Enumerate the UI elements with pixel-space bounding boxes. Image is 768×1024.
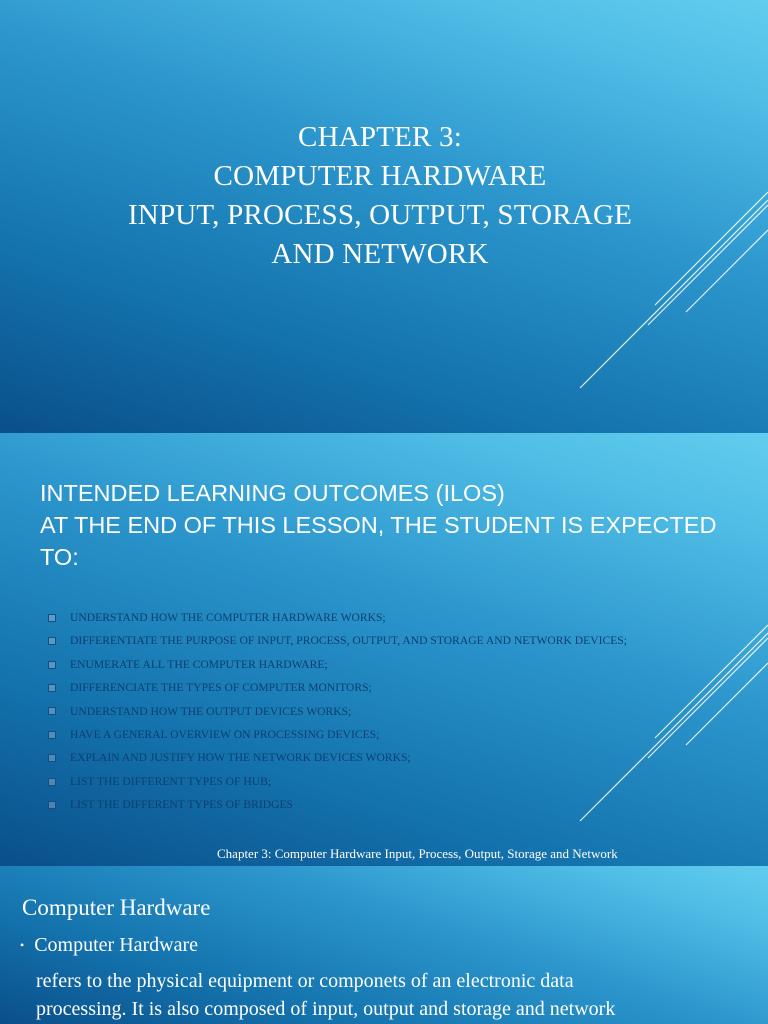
title-line-1: CHAPTER 3: (298, 121, 462, 153)
list-item: DIFFERENCIATE THE TYPES OF COMPUTER MONI… (48, 676, 758, 699)
outcome-text: DIFFERENTIATE THE PURPOSE OF INPUT, PROC… (70, 634, 627, 648)
square-bullet-icon (48, 637, 56, 646)
outcome-text: LIST THE DIFFERENT TYPES OF BRIDGES (70, 798, 293, 812)
slide-footer: Chapter 3: Computer Hardware Input, Proc… (217, 846, 618, 861)
bullet-term-text: Computer Hardware (34, 934, 199, 956)
ilo-heading: INTENDED LEARNING OUTCOMES (ILOS) AT THE… (40, 477, 760, 573)
bullet-dot-icon: • (20, 938, 25, 952)
outcome-text: ENUMERATE ALL THE COMPUTER HARDWARE; (70, 657, 328, 671)
list-item: DIFFERENTIATE THE PURPOSE OF INPUT, PROC… (48, 629, 758, 652)
outcome-text: UNDERSTAND HOW THE OUTPUT DEVICES WORKS; (70, 704, 352, 718)
title-line-2: COMPUTER HARDWARE (213, 160, 547, 192)
title-line-3: INPUT, PROCESS, OUTPUT, STORAGE (127, 199, 633, 231)
definition-line-1: refers to the physical equipment or comp… (36, 970, 574, 992)
outcome-text: LIST THE DIFFERENT TYPES OF HUB; (70, 774, 272, 788)
square-bullet-icon (48, 683, 56, 692)
list-item: EXPLAIN AND JUSTIFY HOW THE NETWORK DEVI… (48, 746, 758, 769)
outcome-text: EXPLAIN AND JUSTIFY HOW THE NETWORK DEVI… (70, 751, 411, 765)
title-slide: CHAPTER 3: COMPUTER HARDWARE INPUT, PROC… (0, 0, 768, 433)
definition-text: refers to the physical equipment or comp… (36, 967, 756, 1023)
square-bullet-icon (48, 754, 56, 763)
list-item: UNDERSTAND HOW THE COMPUTER HARDWARE WOR… (48, 606, 758, 629)
square-bullet-icon (48, 660, 56, 669)
list-item: LIST THE DIFFERENT TYPES OF HUB; (48, 770, 758, 793)
definition-slide: Computer Hardware • Computer Hardware re… (0, 866, 768, 1024)
outcome-text: HAVE A GENERAL OVERVIEW ON PROCESSING DE… (70, 728, 380, 742)
ilo-slide: INTENDED LEARNING OUTCOMES (ILOS) AT THE… (0, 433, 768, 866)
outcome-text: UNDERSTAND HOW THE COMPUTER HARDWARE WOR… (70, 611, 386, 624)
title-line-4: AND NETWORK (271, 238, 489, 270)
outcome-text: DIFFERENCIATE THE TYPES OF COMPUTER MONI… (70, 681, 372, 695)
slide-title: CHAPTER 3: COMPUTER HARDWARE INPUT, PROC… (0, 118, 760, 274)
list-item: LIST THE DIFFERENT TYPES OF BRIDGES (48, 793, 758, 816)
definition-line-2: processing. It is also composed of input… (36, 998, 616, 1020)
square-bullet-icon (48, 707, 56, 716)
square-bullet-icon (48, 800, 56, 809)
slide-title: Computer Hardware (22, 895, 211, 920)
bullet-term: • Computer Hardware (20, 932, 198, 958)
list-item: UNDERSTAND HOW THE OUTPUT DEVICES WORKS; (48, 700, 758, 723)
ilo-heading-line-1: INTENDED LEARNING OUTCOMES (ILOS) (40, 480, 505, 506)
square-bullet-icon (48, 613, 56, 622)
list-item: HAVE A GENERAL OVERVIEW ON PROCESSING DE… (48, 723, 758, 746)
square-bullet-icon (48, 730, 56, 739)
outcomes-list: UNDERSTAND HOW THE COMPUTER HARDWARE WOR… (48, 606, 758, 817)
ilo-heading-line-2: AT THE END OF THIS LESSON, THE STUDENT I… (40, 512, 717, 538)
list-item: ENUMERATE ALL THE COMPUTER HARDWARE; (48, 653, 758, 676)
square-bullet-icon (48, 777, 56, 786)
ilo-heading-line-3: TO: (40, 544, 79, 570)
